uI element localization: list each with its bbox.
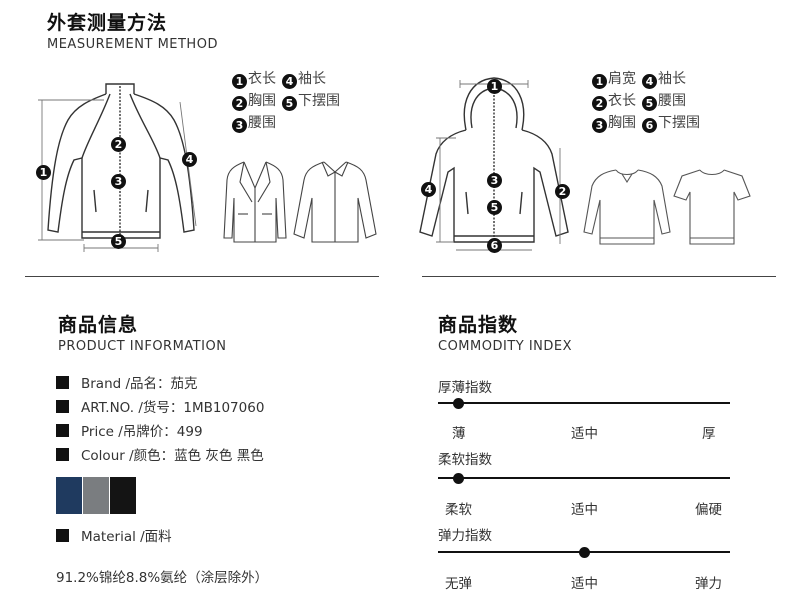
blazer-sketch (223, 161, 287, 243)
marker-5: 5 (487, 200, 502, 215)
art-row: ART.NO. /货号：1MB107060 (56, 396, 264, 420)
legend-number: 4 (282, 74, 297, 89)
thickness-index-bar (438, 402, 730, 404)
bullet-icon (56, 448, 69, 461)
legend-label: 下摆围 (298, 93, 340, 109)
tshirt-sketch (673, 169, 751, 245)
product-info-subtitle: PRODUCT INFORMATION (58, 339, 227, 354)
softness-label-left: 柔软 (445, 502, 472, 518)
measurement-title: 外套测量方法 (47, 12, 168, 34)
swatch-blue[interactable] (56, 477, 82, 514)
thickness-label-mid: 适中 (571, 426, 598, 442)
elasticity-index-title: 弹力指数 (438, 528, 492, 544)
legend-number: 4 (642, 74, 657, 89)
brand-text: Brand /品名：茄克 (81, 376, 198, 392)
legend-label: 衣长 (608, 93, 636, 109)
elasticity-label-right: 弹力 (695, 576, 722, 592)
legend-label: 肩宽 (608, 71, 636, 87)
thickness-index-title: 厚薄指数 (438, 380, 492, 396)
legend-number: 5 (282, 96, 297, 111)
legend-number: 2 (592, 96, 607, 111)
legend-number: 2 (232, 96, 247, 111)
section-divider (25, 276, 379, 277)
elasticity-index-indicator (578, 547, 590, 558)
bullet-icon (56, 529, 69, 542)
legend-label: 腰围 (248, 115, 276, 131)
softness-label-right: 偏硬 (695, 502, 722, 518)
sweatshirt-sketch (583, 169, 671, 245)
legend-number: 1 (232, 74, 247, 89)
marker-1: 1 (487, 79, 502, 94)
legend-number: 3 (592, 118, 607, 133)
softness-index-indicator (452, 473, 464, 484)
swatch-gray[interactable] (83, 477, 109, 514)
elasticity-label-left: 无弹 (445, 576, 472, 592)
marker-4: 4 (182, 152, 197, 167)
product-info-list: Brand /品名：茄克 ART.NO. /货号：1MB107060 Price… (56, 372, 264, 468)
legend-number: 5 (642, 96, 657, 111)
commodity-index-subtitle: COMMODITY INDEX (438, 339, 573, 354)
marker-5: 5 (111, 234, 126, 249)
elasticity-label-mid: 适中 (571, 576, 598, 592)
shirt-sketch (293, 161, 377, 243)
marker-1: 1 (36, 165, 51, 180)
measurement-subtitle: MEASUREMENT METHOD (47, 37, 218, 52)
legend-number: 1 (592, 74, 607, 89)
softness-label-mid: 适中 (571, 502, 598, 518)
product-info-title: 商品信息 (58, 314, 139, 336)
marker-2: 2 (111, 137, 126, 152)
material-row: Material /面料 (56, 525, 172, 549)
softness-index-bar (438, 477, 730, 479)
bullet-icon (56, 424, 69, 437)
jacket-measurement-illustration (38, 83, 197, 252)
composition-text: 91.2%锦纶8.8%氨纶（涂层除外） (56, 570, 269, 586)
price-text: Price /吊牌价：499 (81, 424, 203, 440)
legend-label: 下摆围 (658, 115, 700, 131)
art-text: ART.NO. /货号：1MB107060 (81, 400, 265, 416)
hoodie-measurement-illustration (419, 77, 569, 251)
brand-row: Brand /品名：茄克 (56, 372, 264, 396)
legend-label: 胸围 (608, 115, 636, 131)
legend-label: 衣长 (248, 71, 276, 87)
commodity-index-title: 商品指数 (438, 314, 519, 336)
swatch-black[interactable] (110, 477, 136, 514)
thickness-label-left: 薄 (452, 426, 466, 442)
legend-number: 3 (232, 118, 247, 133)
softness-index-title: 柔软指数 (438, 452, 492, 468)
thickness-index-indicator (452, 398, 464, 409)
marker-4: 4 (421, 182, 436, 197)
marker-6: 6 (487, 238, 502, 253)
legend-label: 腰围 (658, 93, 686, 109)
marker-2: 2 (555, 184, 570, 199)
legend-label: 袖长 (298, 71, 326, 87)
material-text: Material /面料 (81, 529, 172, 545)
marker-3: 3 (487, 173, 502, 188)
legend-number: 6 (642, 118, 657, 133)
price-row: Price /吊牌价：499 (56, 420, 264, 444)
colour-text: Colour /颜色：蓝色 灰色 黑色 (81, 448, 264, 464)
legend-label: 袖长 (658, 71, 686, 87)
marker-3: 3 (111, 174, 126, 189)
bullet-icon (56, 376, 69, 389)
colour-row: Colour /颜色：蓝色 灰色 黑色 (56, 444, 264, 468)
bullet-icon (56, 400, 69, 413)
legend-label: 胸围 (248, 93, 276, 109)
thickness-label-right: 厚 (702, 426, 716, 442)
section-divider (422, 276, 776, 277)
